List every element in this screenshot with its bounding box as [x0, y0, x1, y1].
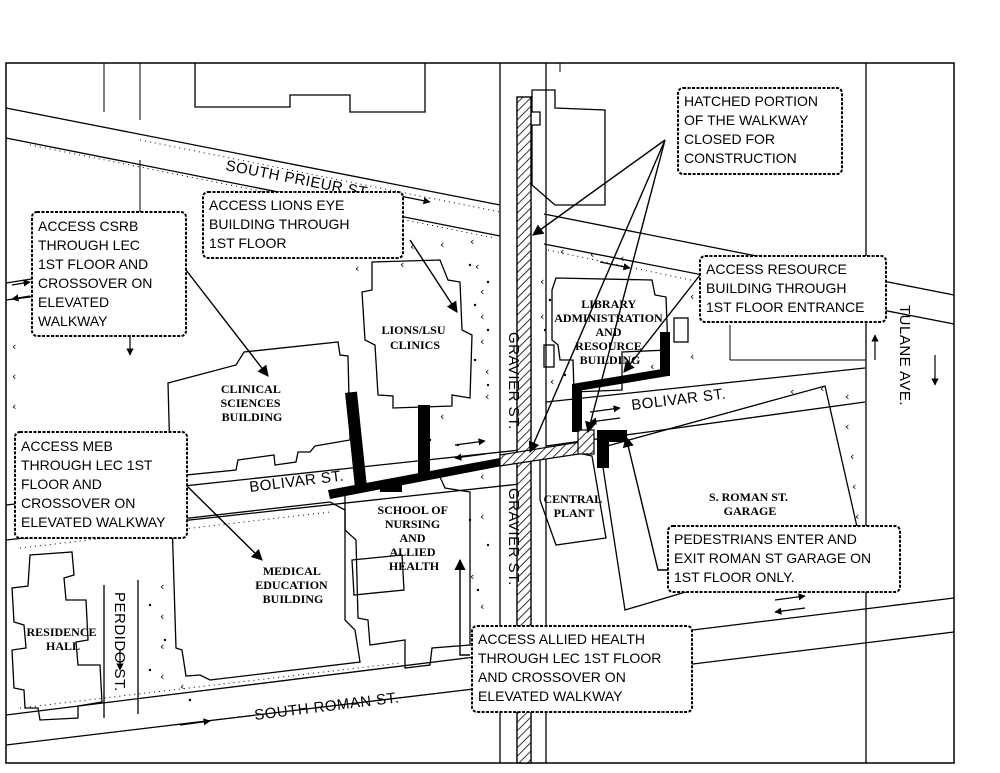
traffic-arrows [11, 195, 939, 726]
building-label-central: CENTRAL PLANT [543, 492, 604, 520]
map-frame [5, 62, 955, 764]
svg-text:HATCHED PORTION OF THE W: HATCHED PORTION OF THE WALKWAY CLOSED FO… [684, 93, 822, 166]
callout-pedestrians: PEDESTRIANS ENTER AND EXIT ROMAN ST GARA… [667, 525, 901, 593]
svg-text:‹: ‹ [12, 400, 16, 413]
svg-text:‹: ‹ [650, 360, 654, 373]
street-label-gravier-south: GRAVIER ST. [505, 488, 522, 586]
svg-text:ACCESS ALLIED HEALTH THR: ACCESS ALLIED HEALTH THROUGH LEC 1ST FLO… [478, 631, 665, 704]
svg-text:‹: ‹ [590, 248, 594, 261]
svg-text:‹: ‹ [480, 510, 484, 523]
building-label-residence: RESIDENCE HALL [26, 625, 99, 653]
street-label-tulane: TULANE AVE. [896, 305, 913, 406]
svg-text:‹: ‹ [690, 350, 694, 363]
svg-text:‹: ‹ [480, 335, 484, 348]
svg-text:‹: ‹ [470, 570, 474, 583]
svg-text:‹: ‹ [160, 640, 164, 653]
svg-text:ACCESS RESOURCE BUILDING: ACCESS RESOURCE BUILDING THROUGH 1ST FLO… [706, 261, 864, 315]
svg-text:‹: ‹ [410, 240, 414, 253]
svg-text:ACCESS CSRB THROUGH LEC: ACCESS CSRB THROUGH LEC 1ST FLOOR AND CR… [38, 218, 156, 329]
svg-text:‹: ‹ [400, 258, 404, 271]
callout-allied: ACCESS ALLIED HEALTH THROUGH LEC 1ST FLO… [471, 625, 693, 713]
svg-text:‹: ‹ [690, 290, 694, 303]
svg-text:‹: ‹ [480, 600, 484, 613]
building-label-garage: S. ROMAN ST. GARAGE [709, 490, 791, 518]
building-label-school: SCHOOL OF NURSING AND ALLIED HEALTH [378, 503, 451, 573]
callout-lions: ACCESS LIONS EYE BUILDING THROUGH 1ST FL… [202, 191, 404, 259]
callout-leaders [185, 139, 701, 656]
svg-text:‹: ‹ [160, 670, 164, 683]
svg-text:‹: ‹ [540, 310, 544, 323]
svg-text:‹: ‹ [440, 238, 444, 251]
svg-text:‹: ‹ [850, 450, 854, 463]
callout-resource: ACCESS RESOURCE BUILDING THROUGH 1ST FLO… [699, 255, 887, 323]
svg-text:‹: ‹ [485, 365, 489, 378]
building-label-lions: LIONS/LSU CLINICS [381, 323, 448, 352]
svg-text:‹: ‹ [480, 470, 484, 483]
building-label-clinical: CLINICAL SCIENCES BUILDING [220, 382, 283, 424]
svg-text:‹: ‹ [790, 385, 794, 398]
svg-text:‹: ‹ [480, 310, 484, 323]
svg-text:‹: ‹ [160, 610, 164, 623]
svg-text:‹: ‹ [485, 390, 489, 403]
elevated-walkway [328, 332, 670, 499]
svg-text:ACCESS LIONS EYE BUILDIN: ACCESS LIONS EYE BUILDING THROUGH 1ST FL… [209, 197, 353, 251]
street-label-gravier-north: GRAVIER ST. [505, 332, 522, 430]
svg-text:‹: ‹ [180, 680, 184, 693]
svg-text:‹: ‹ [470, 235, 474, 248]
svg-text:ACCESS MEB THROUGH LEC 1: ACCESS MEB THROUGH LEC 1ST FLOOR AND CRO… [21, 438, 166, 530]
svg-text:‹: ‹ [475, 260, 479, 273]
svg-text:‹: ‹ [852, 480, 856, 493]
svg-text:‹: ‹ [845, 390, 849, 403]
building-label-medical: MEDICAL EDUCATION BUILDING [255, 564, 330, 606]
street-label-perdido: PERDIDO ST. [111, 592, 128, 692]
callout-meb: ACCESS MEB THROUGH LEC 1ST FLOOR AND CRO… [14, 431, 188, 539]
callout-hatched: HATCHED PORTION OF THE WALKWAY CLOSED FO… [677, 87, 843, 175]
svg-text:‹: ‹ [540, 275, 544, 288]
callout-csrb: ACCESS CSRB THROUGH LEC 1ST FLOOR AND CR… [31, 211, 187, 337]
street-label-bolivar-east: BOLIVAR ST. [630, 385, 727, 413]
svg-text:‹: ‹ [560, 245, 564, 258]
svg-text:‹: ‹ [480, 285, 484, 298]
svg-text:‹: ‹ [355, 262, 359, 275]
svg-text:‹: ‹ [845, 420, 849, 433]
svg-text:‹: ‹ [820, 382, 824, 395]
street-label-south-roman: SOUTH ROMAN ST. [253, 689, 400, 724]
svg-text:‹: ‹ [550, 375, 554, 388]
hatched-walkway [499, 96, 595, 764]
svg-text:PEDESTRIANS ENTER AND EX: PEDESTRIANS ENTER AND EXIT ROMAN ST GARA… [674, 531, 875, 585]
svg-text:‹: ‹ [620, 252, 624, 265]
svg-text:‹: ‹ [12, 340, 16, 353]
svg-text:‹: ‹ [160, 580, 164, 593]
svg-text:‹: ‹ [440, 410, 444, 423]
svg-text:‹: ‹ [12, 370, 16, 383]
svg-text:‹: ‹ [855, 510, 859, 523]
planting-marks: ‹‹‹ ‹‹‹ ‹‹‹ ‹‹‹ ‹‹‹ ‹‹‹ ‹‹‹ ‹‹‹ ‹‹‹ ‹‹‹ … [12, 235, 859, 693]
